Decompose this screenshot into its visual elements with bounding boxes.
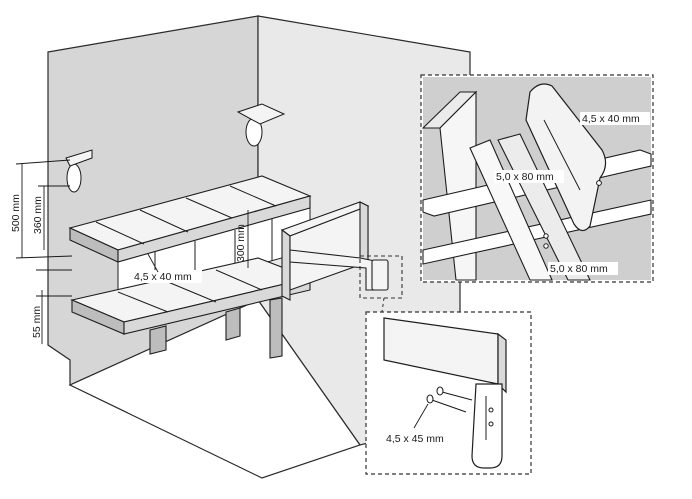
dim-label-gap: 55 mm xyxy=(31,306,43,338)
detail-label-bg-a xyxy=(494,170,564,183)
lower-bench xyxy=(70,257,312,359)
detail-label-bg-b xyxy=(580,112,650,125)
detail-backrest xyxy=(525,83,607,232)
screw-label-detail-c: 5,0 x 80 mm xyxy=(550,263,608,275)
screw-label-detail-bottom: 4,5 x 45 mm xyxy=(386,433,444,445)
callout-bottom xyxy=(359,255,403,299)
screw-label-detail-a: 5,0 x 80 mm xyxy=(496,171,554,183)
detail-label-bg-c xyxy=(548,262,618,275)
dim-label-upper: 360 mm xyxy=(32,196,44,234)
detail-top-right: 4,5 x 40 mm 5,0 x 80 mm 5,0 x 80 mm xyxy=(420,74,654,283)
screw-label-detail-b: 4,5 x 40 mm xyxy=(582,113,640,125)
wall-lamp-left xyxy=(65,149,93,193)
detail-screws xyxy=(543,233,549,249)
dim-label-total: 500 mm xyxy=(10,194,22,232)
wall-lamp-right xyxy=(236,103,286,147)
screw-label-main: 4,5 x 40 mm xyxy=(134,271,192,283)
dimension-lines xyxy=(15,159,249,344)
detail-bottom: 4,5 x 45 mm xyxy=(365,311,532,475)
screw-label-bg xyxy=(130,270,202,283)
dim-label-rail-spacing: 300 mm xyxy=(235,224,247,262)
screw-pair xyxy=(426,386,473,413)
floor xyxy=(68,299,361,479)
backrest-rail xyxy=(280,201,389,301)
